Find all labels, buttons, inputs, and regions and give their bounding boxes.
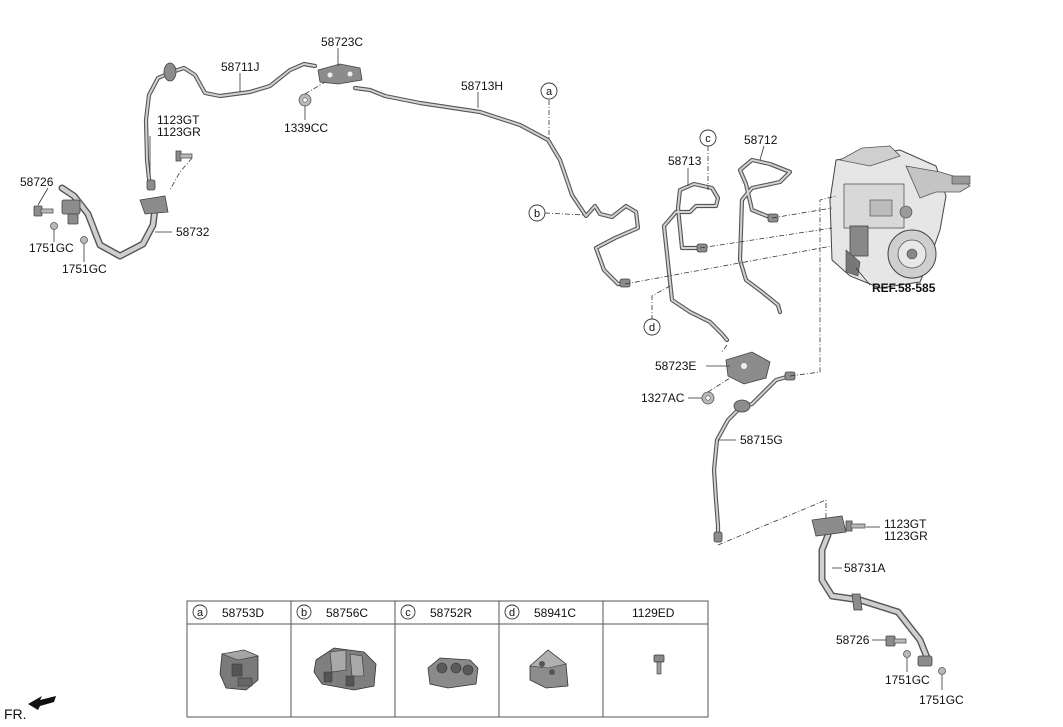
label-1123GR-top: 1123GR [157,125,201,139]
parts-table-header-a: a 58753D [192,604,264,620]
brake-line-58715G [711,371,796,543]
bolt-1123GT-top [175,150,193,162]
brake-line-58711J [143,61,318,191]
label-1751GC-right-1: 1751GC [885,673,930,687]
bracket-58723C [317,63,363,85]
bolt-58726-right [885,635,907,647]
label-58712: 58712 [744,133,778,147]
front-indicator: FR. [4,696,56,722]
callout-b: b [534,208,540,220]
nut-1327AC [701,391,715,405]
bracket-58723E [725,351,771,385]
label-58723C: 58723C [321,35,363,49]
label-ref-58-585: REF.58-585 [872,281,936,295]
brake-hose-58732 [58,184,169,260]
label-1123GR-bottom: 1123GR [884,529,928,543]
parts-table-part-1129ED: 1129ED [632,606,675,620]
bolt-icon [653,654,665,675]
callout-c: c [705,133,711,145]
abs-hydraulic-unit [829,145,971,289]
bolt-58726-left [33,205,54,217]
clip-c-icon [427,657,479,689]
letter-callouts: a b c d [528,82,717,336]
bolt-1123GT-bottom [845,520,866,532]
label-58723E: 58723E [655,359,696,373]
label-1751GC-left-2: 1751GC [62,262,107,276]
label-58713: 58713 [668,154,702,168]
washer-1751GC-right [903,650,946,675]
label-1751GC-left-1: 1751GC [29,241,74,255]
brake-hose-58731A [811,515,933,667]
parts-table: a 58753D b 58756C c 58752R d 58941C 1129… [186,600,709,718]
svg-text:b: b [301,607,307,619]
part-labels: 58723C 58711J 1339CC 58713H 1123GT 1123G… [20,35,964,707]
clip-d-icon [529,649,569,689]
label-1751GC-right-2: 1751GC [919,693,964,707]
label-58711J: 58711J [221,60,259,74]
label-1327AC: 1327AC [641,391,685,405]
front-arrow-icon [28,696,56,710]
label-1123GT-bottom: 1123GT [884,517,927,531]
callout-d: d [649,322,655,334]
connection-lines [169,81,837,546]
parts-table-part-58753D: 58753D [222,606,264,620]
label-1339CC: 1339CC [284,121,328,135]
nut-1339CC [298,93,312,107]
label-1123GT-top: 1123GT [157,113,200,127]
brake-line-58713 [661,181,730,343]
front-label: FR. [4,706,27,722]
parts-table-part-58752R: 58752R [430,606,472,620]
brake-line-58712 [737,157,793,315]
parts-table-header-c: c 58752R [400,604,472,620]
washer-1751GC-left [50,222,88,244]
svg-text:c: c [405,607,411,619]
svg-text:a: a [197,607,204,619]
label-58731A: 58731A [844,561,885,575]
label-58726-right: 58726 [836,633,870,647]
parts-table-header-d: d 58941C [504,604,576,620]
leader-lines [37,48,943,690]
label-58715G: 58715G [740,433,783,447]
brake-line-58713H [352,85,641,288]
parts-table-part-58756C: 58756C [326,606,368,620]
parts-table-part-58941C: 58941C [534,606,576,620]
svg-text:d: d [509,607,515,619]
label-58713H: 58713H [461,79,503,93]
label-58732: 58732 [176,225,210,239]
parts-table-header-b: b 58756C [296,604,368,620]
callout-a: a [546,86,553,98]
clip-b-icon [313,647,377,691]
parts-table-header-bolt: 1129ED [632,606,675,620]
label-58726-left: 58726 [20,175,54,189]
clip-a-icon [219,649,260,691]
